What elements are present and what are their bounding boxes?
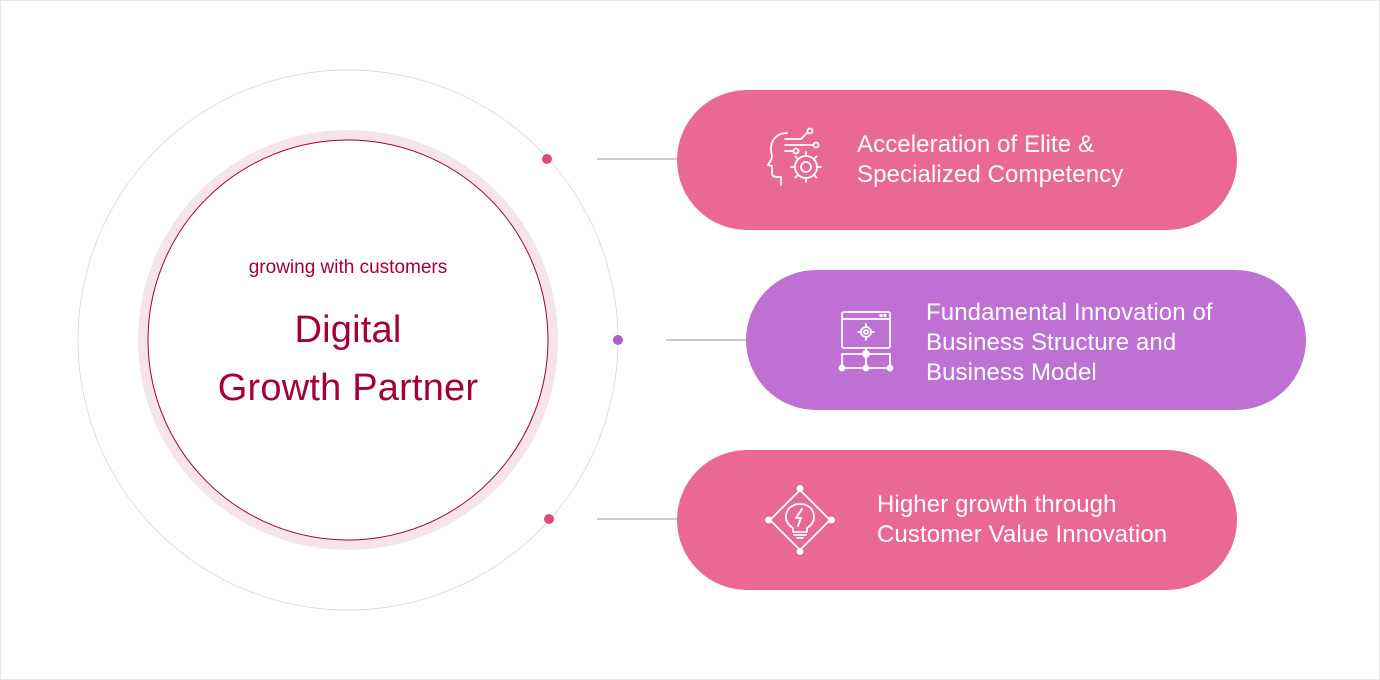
center-title-line2: Growth Partner [217, 367, 479, 409]
center-subtitle: growing with customers [248, 257, 448, 278]
orbit-dot-2 [613, 335, 623, 345]
orbit-dot-3 [544, 514, 554, 524]
ai-head-gear-icon [767, 127, 822, 186]
orbit-dot-1 [542, 154, 552, 164]
center-label: growing with customers Digital Growth Pa… [148, 140, 548, 540]
capability-pill-competency: Acceleration of Elite & Specialized Comp… [677, 90, 1237, 230]
capability-pill-business-model: Fundamental Innovation of Business Struc… [746, 270, 1306, 410]
business-structure-icon [838, 311, 894, 372]
capability-pill-customer-value: Higher growth through Customer Value Inn… [677, 450, 1237, 590]
lightbulb-innovation-icon [765, 485, 835, 555]
pill-text-competency: Acceleration of Elite & Specialized Comp… [857, 131, 1124, 188]
inner-white-circle [147, 139, 549, 541]
pill-text-business-model: Fundamental Innovation of Business Struc… [926, 299, 1213, 386]
pill-text-customer-value: Higher growth through Customer Value Inn… [877, 491, 1168, 548]
center-title-line1: Digital [294, 309, 402, 351]
